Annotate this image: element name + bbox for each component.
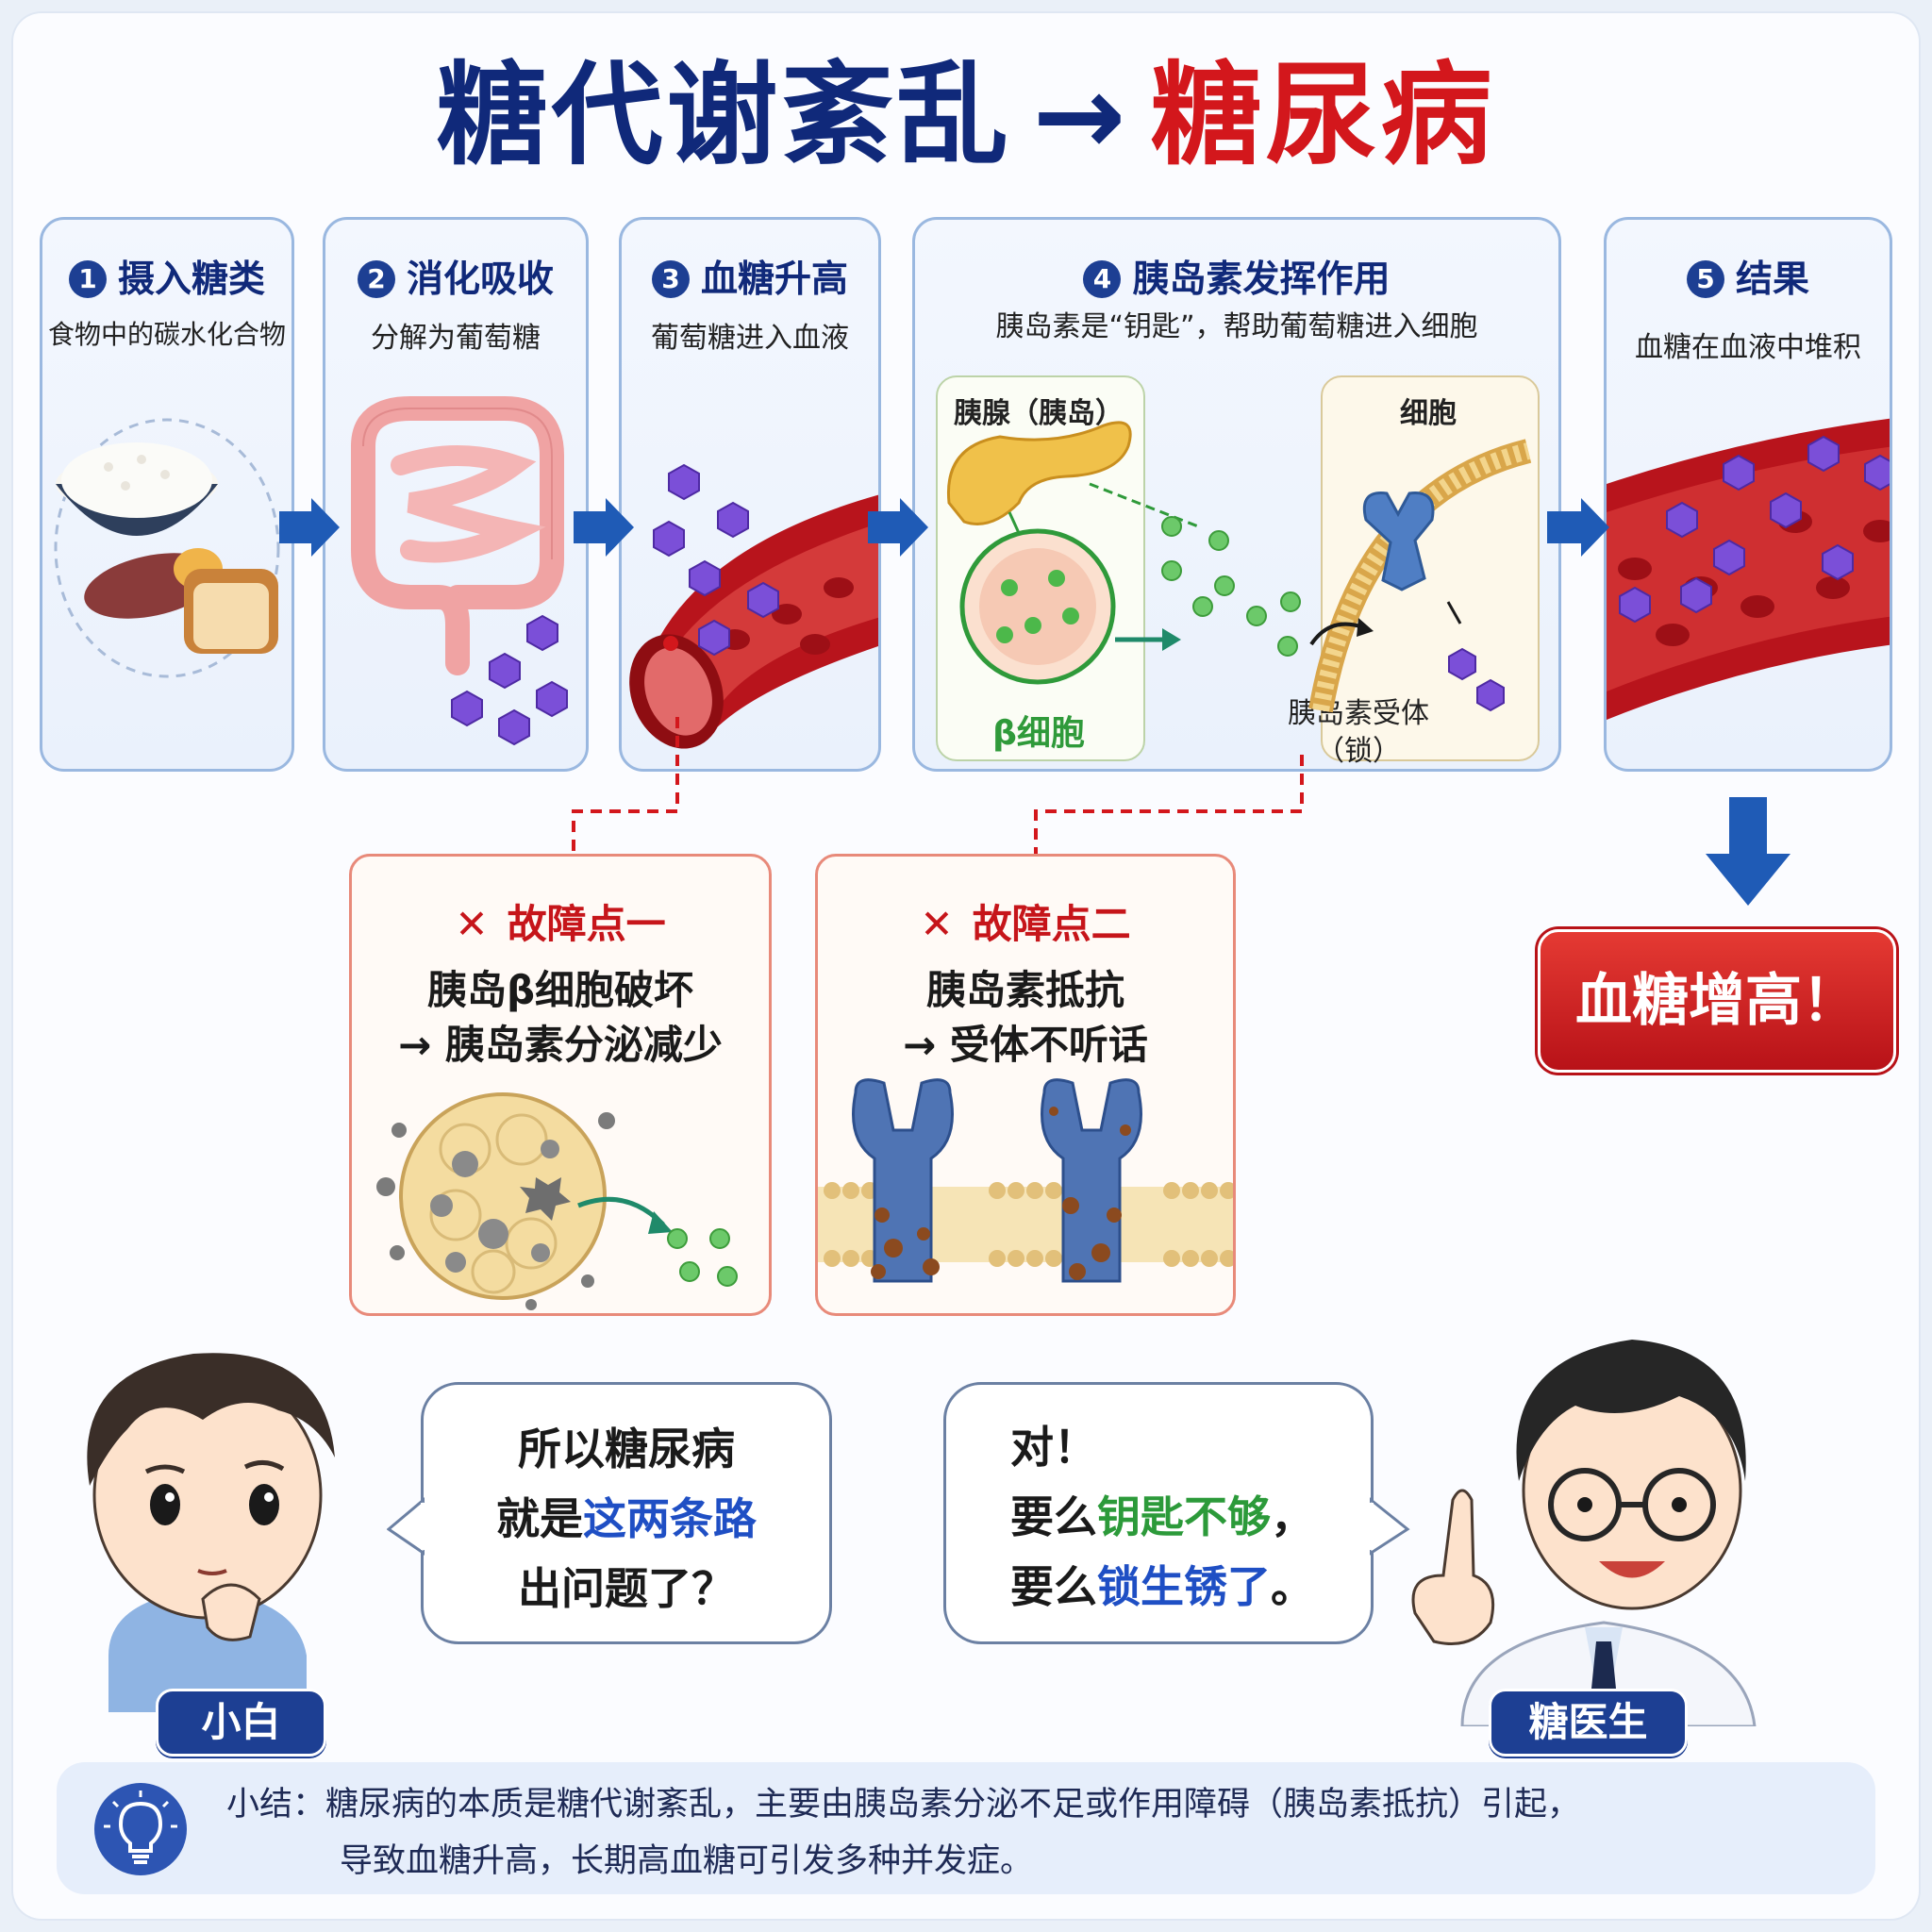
step-4-subtitle: 胰岛素是“钥匙”，帮助葡萄糖进入细胞 [995,310,1478,343]
summary-line-1: 小结：糖尿病的本质是糖代谢紊乱，主要由胰岛素分泌不足或作用障碍（胰岛素抵抗）引起… [226,1786,1581,1824]
rust-spots-icon [871,1107,1131,1280]
fault-1-line2: → 胰岛素分泌减少 [398,1022,723,1068]
result-badge: 血糖增高！ [1538,929,1896,1073]
secretion-arrow-icon [1115,628,1181,651]
doctor-bubble-tail [1370,1497,1410,1556]
glasses-icon [1548,1468,1716,1541]
step-1-subtitle: 食物中的碳水化合物 [47,319,286,350]
step-1-number: 1 [68,260,107,298]
student-line-3: 出问题了？ [518,1563,735,1614]
damaged-beta-cell-illustration [376,1092,738,1310]
summary-line-2: 导致血糖升高，长期高血糖可引发多种并发症。 [340,1842,1034,1880]
islet-cluster-icon [959,528,1116,685]
fault-point-2: ✕故障点二 胰岛素抵抗 → 受体不听话 [815,854,1236,1316]
page-title: 糖代谢紊乱→糖尿病 [0,49,1932,181]
step-2-number: 2 [357,260,395,298]
student-line-1: 所以糖尿病 [518,1424,735,1474]
glucose-molecules-icon [451,614,568,746]
doctor-line-2: 要么钥匙不够， [1010,1491,1314,1542]
blood-vessel-high-glucose-illustration [1607,418,1890,720]
beta-cell-label: β细胞 [992,714,1085,753]
fault-2-cross-icon: ✕ [920,901,954,947]
fault-1-line1: 胰岛β细胞破坏 [426,967,694,1013]
step-5-subtitle: 血糖在血液中堆积 [1635,331,1861,364]
result-badge-text: 血糖增高！ [1575,968,1858,1034]
doctor-line-3: 要么锁生锈了。 [1010,1561,1314,1612]
step-3-number: 3 [651,260,690,298]
blood-vessel-icon [629,494,878,749]
doctor-avatar [1411,1340,1757,1726]
glucose-molecules-icon [1619,435,1890,624]
food-illustration [54,418,280,678]
step-5-number: 5 [1686,260,1724,298]
insulin-receptor-icon [1362,491,1435,591]
insulin-molecules-icon [1161,516,1301,657]
summary-box: 小结：糖尿病的本质是糖代谢紊乱，主要由胰岛素分泌不足或作用障碍（胰岛素抵抗）引起… [57,1762,1875,1894]
bread-icon [184,569,278,654]
right-arrow-icon [279,498,1609,557]
damaged-cell-icon [376,1092,615,1310]
down-arrow-icon [1706,797,1790,906]
doctor-line-1: 对！ [1010,1422,1097,1473]
fault-2-line1: 胰岛素抵抗 [925,967,1124,1013]
lightbulb-icon [94,1783,187,1875]
intestine-illustration [351,396,568,746]
title-part1: 糖代谢紊乱 [436,50,1012,180]
fault-connector-lines [572,717,1304,854]
step-3-subtitle: 葡萄糖进入血液 [651,322,849,355]
glucose-molecules-icon [653,463,779,657]
fault-2-line2: → 受体不听话 [903,1022,1148,1068]
glucose-entering-cell-icon [1448,647,1505,712]
student-speech-bubble: 所以糖尿病 就是这两条路 出问题了？ [421,1382,832,1644]
step-2-subtitle: 分解为葡萄糖 [371,322,541,355]
receptor-lock-label: （锁） [1316,735,1401,768]
title-part2: 糖尿病 [1150,50,1496,180]
fault-2-title: ✕故障点二 [920,901,1131,947]
rusted-receptors-illustration [818,1078,1233,1283]
student-line-2: 就是这两条路 [496,1493,757,1544]
insulin-mechanism-illustration [946,421,1532,713]
doctor-speech-bubble: 对！ 要么钥匙不够， 要么锁生锈了。 [943,1382,1374,1644]
student-name-tag: 小白 [156,1689,326,1757]
student-character-illustration [87,1353,336,1712]
fault-point-1: ✕故障点一 胰岛β细胞破坏 → 胰岛素分泌减少 [349,854,772,1316]
step-4-number: 4 [1083,260,1122,298]
doctor-name-tag: 糖医生 [1489,1689,1688,1757]
student-avatar [87,1353,336,1712]
insulin-molecules-icon [667,1228,738,1287]
rice-bowl-icon [56,442,218,536]
intestine-outline [362,408,553,559]
fault-1-title: ✕故障点一 [455,901,666,947]
blood-vessel-illustration [629,463,878,749]
pancreas-label: 胰腺（胰岛） [954,397,1124,430]
pancreas-icon [946,421,1132,525]
cell-label: 细胞 [1400,397,1457,430]
pointing-hand-icon [1411,1489,1495,1645]
student-bubble-tail [387,1497,425,1556]
flow-arrows [279,498,1790,906]
title-arrow: → [1032,50,1130,180]
fault-1-cross-icon: ✕ [455,901,489,947]
doctor-character-illustration [1411,1340,1757,1726]
